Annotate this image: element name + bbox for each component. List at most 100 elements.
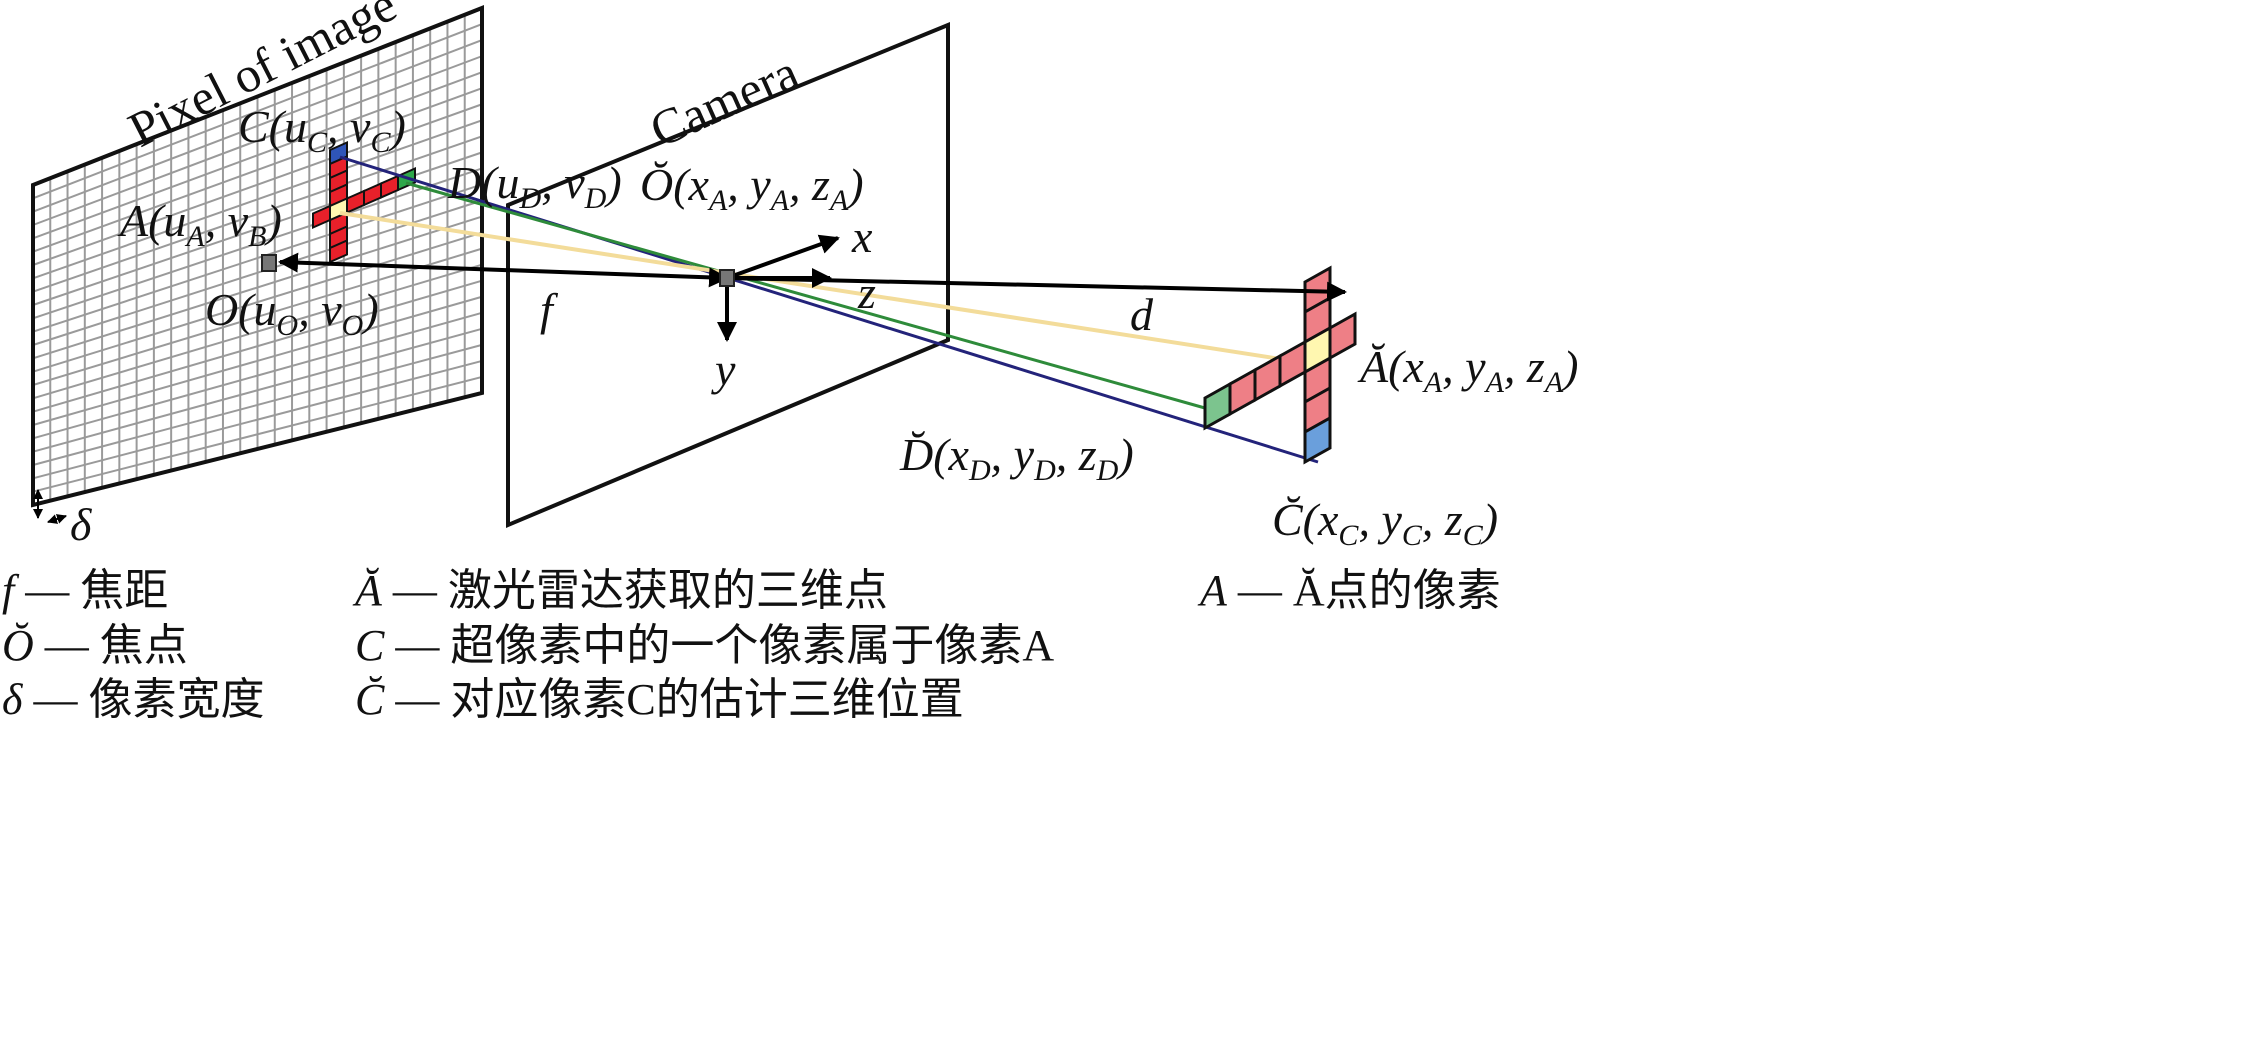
label-subscript: A	[1543, 366, 1564, 399]
label-A: A(uA, vB)	[117, 195, 282, 253]
label-subscript: C	[1463, 519, 1484, 552]
legend-item: δ — 像素宽度	[2, 675, 264, 724]
pixel-C-blue	[1303, 415, 1332, 465]
label-subscript: O	[342, 309, 364, 342]
label-subscript: C	[307, 126, 328, 159]
label-text: O(	[205, 284, 256, 335]
label-O-focus: Ŏ(xA, yA, zA)	[640, 159, 864, 217]
label-subscript: A	[184, 220, 205, 253]
label-A-3d: Ă(xA, yA, zA)	[1357, 341, 1578, 399]
label-text: , v	[298, 284, 342, 335]
label-text: C̆(x	[1272, 494, 1339, 545]
label-text: , y	[1442, 341, 1486, 392]
focal-length-arrow	[278, 252, 729, 288]
label-text: u	[163, 195, 186, 246]
label-text: )	[264, 195, 282, 246]
label-text: , y	[727, 159, 771, 210]
label-text: D̆(x	[899, 429, 970, 480]
label-text: Ŏ(x	[640, 159, 710, 210]
label-text: , z	[789, 159, 830, 210]
label-subscript: A	[1422, 366, 1443, 399]
label-subscript: D	[519, 182, 542, 215]
label-d: d	[1130, 289, 1154, 340]
image-plane	[31, 5, 484, 508]
legend: f — 焦距 Ŏ — 焦点 δ — 像素宽度 Ă — 激光雷达获取的三维点 C …	[2, 566, 1501, 724]
grid-line	[32, 135, 483, 293]
image-superpixel-cross	[312, 140, 416, 264]
legend-item: A — Ă点的像素	[1197, 566, 1501, 615]
label-subscript: C	[1402, 519, 1423, 552]
grid-line	[32, 359, 483, 480]
label-D: D(uD, vD)	[447, 157, 622, 215]
x-axis-arrow	[726, 234, 840, 280]
label-text: )	[1115, 429, 1133, 480]
label-subscript: B	[248, 220, 266, 253]
label-f: f	[540, 284, 559, 335]
grid-line	[32, 295, 483, 426]
pixel-red	[1278, 339, 1307, 389]
legend-item: C — 超像素中的一个像素属于像素A	[355, 621, 1054, 670]
camera-plane	[506, 22, 950, 529]
label-text: , y	[1358, 494, 1402, 545]
label-text: C(	[238, 101, 287, 152]
label-y-axis: y	[711, 344, 736, 395]
label-text: )	[1480, 494, 1498, 545]
pixel-D-green	[1203, 381, 1232, 431]
label-D-3d: D̆(xD, yD, zD)	[899, 429, 1134, 487]
label-O: O(uO, vO)	[205, 284, 379, 342]
pixel-red	[1228, 367, 1257, 417]
label-subscript: A	[1484, 366, 1505, 399]
grid-line	[32, 55, 483, 226]
label-text: )	[603, 157, 621, 208]
label-text: )	[387, 101, 405, 152]
label-text: )	[845, 159, 863, 210]
label-delta: δ	[70, 499, 92, 550]
pixel-red	[1328, 311, 1357, 361]
label-text: , y	[991, 429, 1035, 480]
label-text: , v	[205, 195, 249, 246]
label-text: )	[1560, 341, 1578, 392]
lidar-3d-cross	[1203, 265, 1357, 465]
grid-line	[32, 343, 483, 466]
principal-point-pixel-O	[261, 254, 277, 272]
camera-title: Camera	[642, 44, 807, 158]
label-subscript: D	[584, 182, 607, 215]
grid-line	[32, 23, 483, 200]
distance-d-arrow	[726, 276, 1347, 302]
grid-line	[32, 375, 483, 493]
label-C: C(uC, vC)	[238, 101, 406, 159]
legend-item: f — 焦距	[2, 566, 168, 615]
label-subscript: A	[707, 184, 728, 217]
label-text: Ă(x	[1357, 341, 1424, 392]
label-z-axis: z	[857, 267, 876, 318]
grid-line	[32, 311, 483, 440]
label-text: u	[284, 101, 307, 152]
grid-line	[32, 327, 483, 453]
grid-line	[32, 87, 483, 253]
legend-item: C̆ — 对应像素C的估计三维位置	[355, 675, 964, 724]
grid-line	[32, 71, 483, 240]
label-text: , z	[1422, 494, 1463, 545]
label-subscript: C	[1338, 519, 1359, 552]
label-text: , z	[1056, 429, 1097, 480]
label-text: , v	[327, 101, 371, 152]
label-subscript: A	[769, 184, 790, 217]
legend-item: Ă — 激光雷达获取的三维点	[352, 566, 888, 615]
pixel-red	[1253, 353, 1282, 403]
label-subscript: O	[277, 309, 299, 342]
label-subscript: D	[1033, 454, 1056, 487]
grid-line	[32, 39, 483, 213]
grid-line	[32, 103, 483, 266]
pixel-width-marker	[47, 514, 67, 524]
label-subscript: C	[370, 126, 391, 159]
ray-C-blue	[339, 155, 1319, 464]
label-subscript: A	[828, 184, 849, 217]
label-x-axis: x	[851, 211, 873, 262]
label-text: D(	[447, 157, 499, 208]
grid-line	[32, 167, 483, 320]
legend-item: Ŏ — 焦点	[2, 621, 188, 670]
ray-D-green	[405, 181, 1213, 412]
label-subscript: D	[968, 454, 991, 487]
grid-line	[32, 215, 483, 360]
